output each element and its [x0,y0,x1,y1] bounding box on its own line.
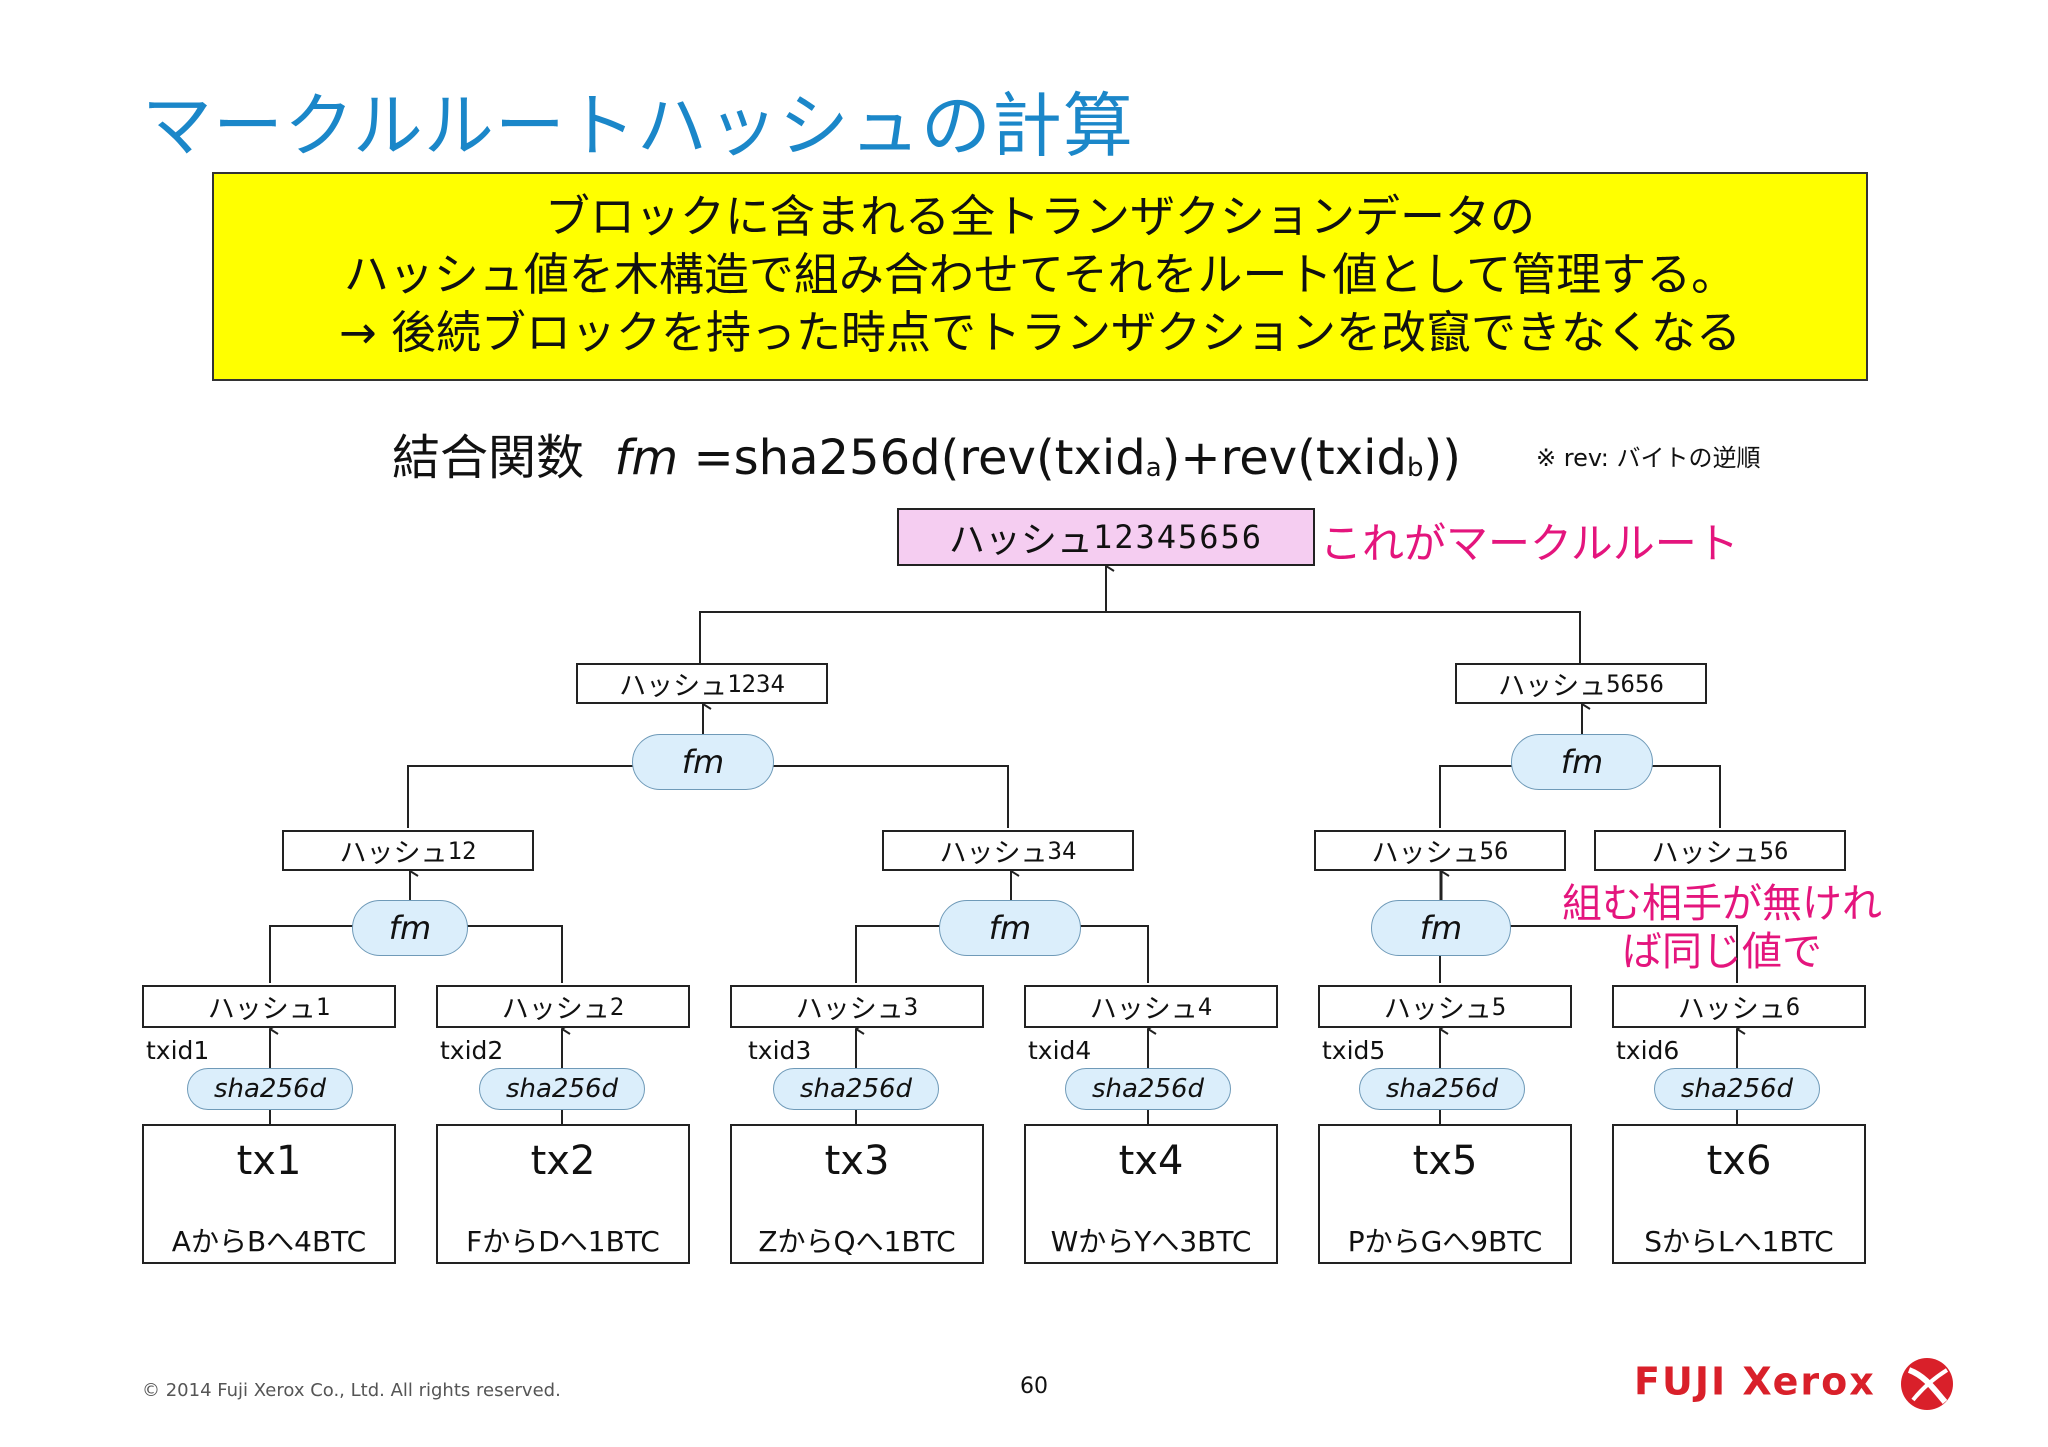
hash-number: 6 [1785,992,1801,1021]
pair-note-line-2: ば同じ値で [1622,929,1822,975]
tx-name: tx1 [236,1138,302,1184]
formula-mid: )+rev(txid [1161,430,1407,486]
fm-node-12: fm [352,900,468,956]
fm-node-5656: fm [1511,734,1653,790]
tx-name: tx6 [1706,1138,1772,1184]
hash-prefix: ハッシュ [1677,994,1786,1025]
page-number: 60 [1020,1374,1048,1399]
sha256d-node-3: sha256d [773,1068,939,1110]
formula-sub-a: a [1145,453,1162,483]
formula-sub-b: b [1406,453,1424,483]
sha256d-node-2: sha256d [479,1068,645,1110]
tx-box-3: tx3 ZからQへ1BTC [730,1124,984,1264]
hash-prefix: ハッシュ [207,994,316,1025]
hash-number: 12 [447,836,477,865]
hash-prefix: ハッシュ [939,838,1048,869]
hash-number: 2 [609,992,625,1021]
xerox-ball-icon [1900,1358,1953,1410]
summary-box: ブロックに含まれる全トランザクションデータの ハッシュ値を木構造で組み合わせてそ… [212,172,1868,381]
tx-desc: AからBへ4BTC [171,1225,367,1258]
tx-name: tx2 [530,1138,596,1184]
hash-prefix: ハッシュ [1498,671,1607,702]
summary-line-3: → 後続ブロックを持った時点でトランザクションを改竄できなくなる [338,306,1741,359]
hash-prefix: ハッシュ [1371,838,1480,869]
tx-name: tx3 [824,1138,890,1184]
combine-formula: 結合関数 fm =sha256d(rev(txida)+rev(txidb)) [392,418,1461,488]
hash-number: 5656 [1606,669,1664,698]
hash-prefix: ハッシュ [1651,838,1760,869]
sha256d-node-6: sha256d [1654,1068,1820,1110]
fm-node-1234: fm [632,734,774,790]
fm-node-34: fm [939,900,1081,956]
formula-fm: fm [614,430,679,486]
tx-box-2: tx2 FからDへ1BTC [436,1124,690,1264]
merkle-root-note: これがマークルルート [1320,519,1739,568]
hash-number: 4 [1197,992,1213,1021]
slide-title: マークルルートハッシュの計算 [142,85,1134,167]
tx-desc: SからLへ1BTC [1644,1225,1834,1258]
hash-prefix: ハッシュ [795,994,904,1025]
summary-line-1: ブロックに含まれる全トランザクションデータの [544,190,1535,243]
tx-desc: FからDへ1BTC [466,1225,660,1258]
tx-name: tx4 [1118,1138,1184,1184]
pair-note-line-1: 組む相手が無けれ [1562,881,1882,927]
hash-prefix: ハッシュ [339,838,448,869]
hash-number: 3 [903,992,919,1021]
tx-box-6: tx6 SからLへ1BTC [1612,1124,1866,1264]
formula-eq: =sha256d(rev(txid [693,430,1146,486]
hash-prefix: ハッシュ [948,520,1093,561]
hash-number: 34 [1047,836,1077,865]
tx-box-5: tx5 PからGへ9BTC [1318,1124,1572,1264]
hash-number: 56 [1479,836,1509,865]
fuji-xerox-logo: FUJI Xerox [1634,1356,1955,1412]
hash-prefix: ハッシュ [501,994,610,1025]
tx-name: tx5 [1412,1138,1478,1184]
hash-prefix: ハッシュ [1089,994,1198,1025]
hash-number: 56 [1759,836,1789,865]
txid-label-5: txid5 [1322,1036,1386,1065]
pair-note: 組む相手が無けれ ば同じ値で [1562,880,1882,976]
hash-number: 12345656 [1092,518,1264,556]
logo-text: FUJI Xerox [1634,1359,1876,1404]
txid-label-1: txid1 [146,1036,210,1065]
txid-label-3: txid3 [748,1036,812,1065]
hash-prefix: ハッシュ [619,671,728,702]
tx-box-1: tx1 AからBへ4BTC [142,1124,396,1264]
copyright-text: © 2014 Fuji Xerox Co., Ltd. All rights r… [142,1380,561,1401]
rev-note: ※ rev: バイトの逆順 [1536,444,1761,472]
fm-node-56: fm [1371,900,1511,956]
tx-box-4: tx4 WからYへ3BTC [1024,1124,1278,1264]
formula-end: )) [1423,430,1461,486]
txid-label-4: txid4 [1028,1036,1092,1065]
hash-number: 5 [1491,992,1507,1021]
tx-desc: ZからQへ1BTC [758,1225,956,1258]
formula-prefix: 結合関数 [392,430,585,486]
hash-number: 1234 [727,669,785,698]
hash-number: 1 [315,992,331,1021]
tx-desc: PからGへ9BTC [1347,1225,1543,1258]
sha256d-node-1: sha256d [187,1068,353,1110]
summary-line-2: ハッシュ値を木構造で組み合わせてそれをルート値として管理する。 [343,248,1737,301]
hash-prefix: ハッシュ [1383,994,1492,1025]
sha256d-node-5: sha256d [1359,1068,1525,1110]
sha256d-node-4: sha256d [1065,1068,1231,1110]
tx-desc: WからYへ3BTC [1050,1225,1252,1258]
txid-label-2: txid2 [440,1036,504,1065]
txid-label-6: txid6 [1616,1036,1680,1065]
